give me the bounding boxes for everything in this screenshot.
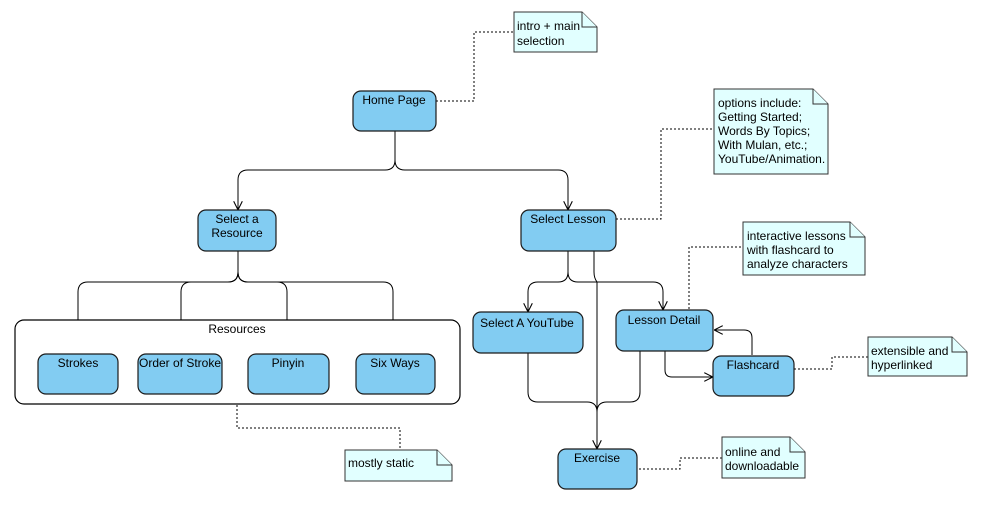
connector-exercise-note <box>639 457 722 470</box>
node-select-resource[interactable]: Select a Resource <box>197 209 277 252</box>
note-intro-line-2: selection <box>517 34 564 48</box>
node-home-page[interactable]: Home Page <box>352 90 437 132</box>
note-interactive: interactive lessons with flashcard to an… <box>742 221 866 276</box>
node-pinyin-label: Pinyin <box>272 356 305 370</box>
node-strokes[interactable]: Strokes <box>37 353 119 395</box>
edges <box>78 131 753 448</box>
note-online-line-2: downloadable <box>725 459 799 473</box>
note-connectors <box>236 31 868 470</box>
node-strokes-label: Strokes <box>58 356 99 370</box>
note-intro: intro + main selection <box>513 11 598 53</box>
node-select-resource-label-2: Resource <box>211 226 263 240</box>
node-exercise-label: Exercise <box>574 451 620 465</box>
note-interactive-line-2: with flashcard to <box>746 243 834 257</box>
node-home-page-label: Home Page <box>362 93 426 107</box>
node-select-lesson-label: Select Lesson <box>530 212 605 226</box>
note-extensible: extensible and hyperlinked <box>867 336 968 377</box>
connector-flashcard-note <box>794 356 868 370</box>
node-six-ways[interactable]: Six Ways <box>355 353 436 395</box>
note-online: online and downloadable <box>721 436 806 479</box>
connector-resources-note <box>236 405 401 449</box>
note-options-line-1: options include: <box>718 96 801 110</box>
edge-lesson-to-exercise <box>594 251 597 448</box>
edge-detail-to-exercise <box>596 351 641 413</box>
note-extensible-line-2: hyperlinked <box>871 358 932 372</box>
node-flashcard[interactable]: Flashcard <box>712 355 795 397</box>
note-static: mostly static <box>344 449 453 482</box>
note-options-line-2: Getting Started; <box>718 110 802 124</box>
node-six-ways-label: Six Ways <box>370 356 420 370</box>
node-pinyin[interactable]: Pinyin <box>247 353 330 395</box>
note-options: options include: Getting Started; Words … <box>713 88 829 175</box>
edge-lesson-to-detail <box>567 271 663 309</box>
connector-lesson-note <box>616 128 714 220</box>
node-select-resource-label-1: Select a <box>215 212 259 226</box>
edge-detail-to-flashcard <box>664 351 712 377</box>
edge-home-to-resource <box>238 131 396 209</box>
node-order-of-stroke[interactable]: Order of Stroke <box>137 353 223 395</box>
node-select-lesson[interactable]: Select Lesson <box>520 209 617 252</box>
node-exercise[interactable]: Exercise <box>557 448 638 490</box>
note-static-line: mostly static <box>348 456 414 470</box>
edge-youtube-to-exercise <box>527 353 598 413</box>
resources-group: Resources <box>14 319 461 405</box>
node-lesson-detail[interactable]: Lesson Detail <box>615 309 714 352</box>
note-options-line-5: YouTube/Animation. <box>718 152 825 166</box>
connector-detail-note <box>688 246 743 309</box>
note-intro-line-1: intro + main <box>517 19 580 33</box>
edge-lesson-to-youtube <box>528 251 569 311</box>
note-interactive-line-1: interactive lessons <box>747 229 846 243</box>
node-order-of-stroke-label: Order of Stroke <box>139 356 221 370</box>
note-options-line-4: With Mulan, etc.; <box>718 138 807 152</box>
node-select-youtube[interactable]: Select A YouTube <box>472 311 584 354</box>
node-select-youtube-label: Select A YouTube <box>480 316 574 330</box>
edge-flashcard-to-detail <box>715 330 753 355</box>
edge-resource-to-order <box>181 271 239 353</box>
edge-resource-to-sixways <box>237 271 393 353</box>
resources-group-label: Resources <box>208 322 265 336</box>
note-interactive-line-3: analyze characters <box>747 257 848 271</box>
note-online-line-1: online and <box>725 445 780 459</box>
node-flashcard-label: Flashcard <box>727 358 780 372</box>
note-options-line-3: Words By Topics; <box>718 124 810 138</box>
note-extensible-line-1: extensible and <box>871 344 948 358</box>
node-lesson-detail-label: Lesson Detail <box>628 313 701 327</box>
connector-home-note <box>436 31 514 102</box>
edge-home-to-lesson <box>394 159 568 209</box>
